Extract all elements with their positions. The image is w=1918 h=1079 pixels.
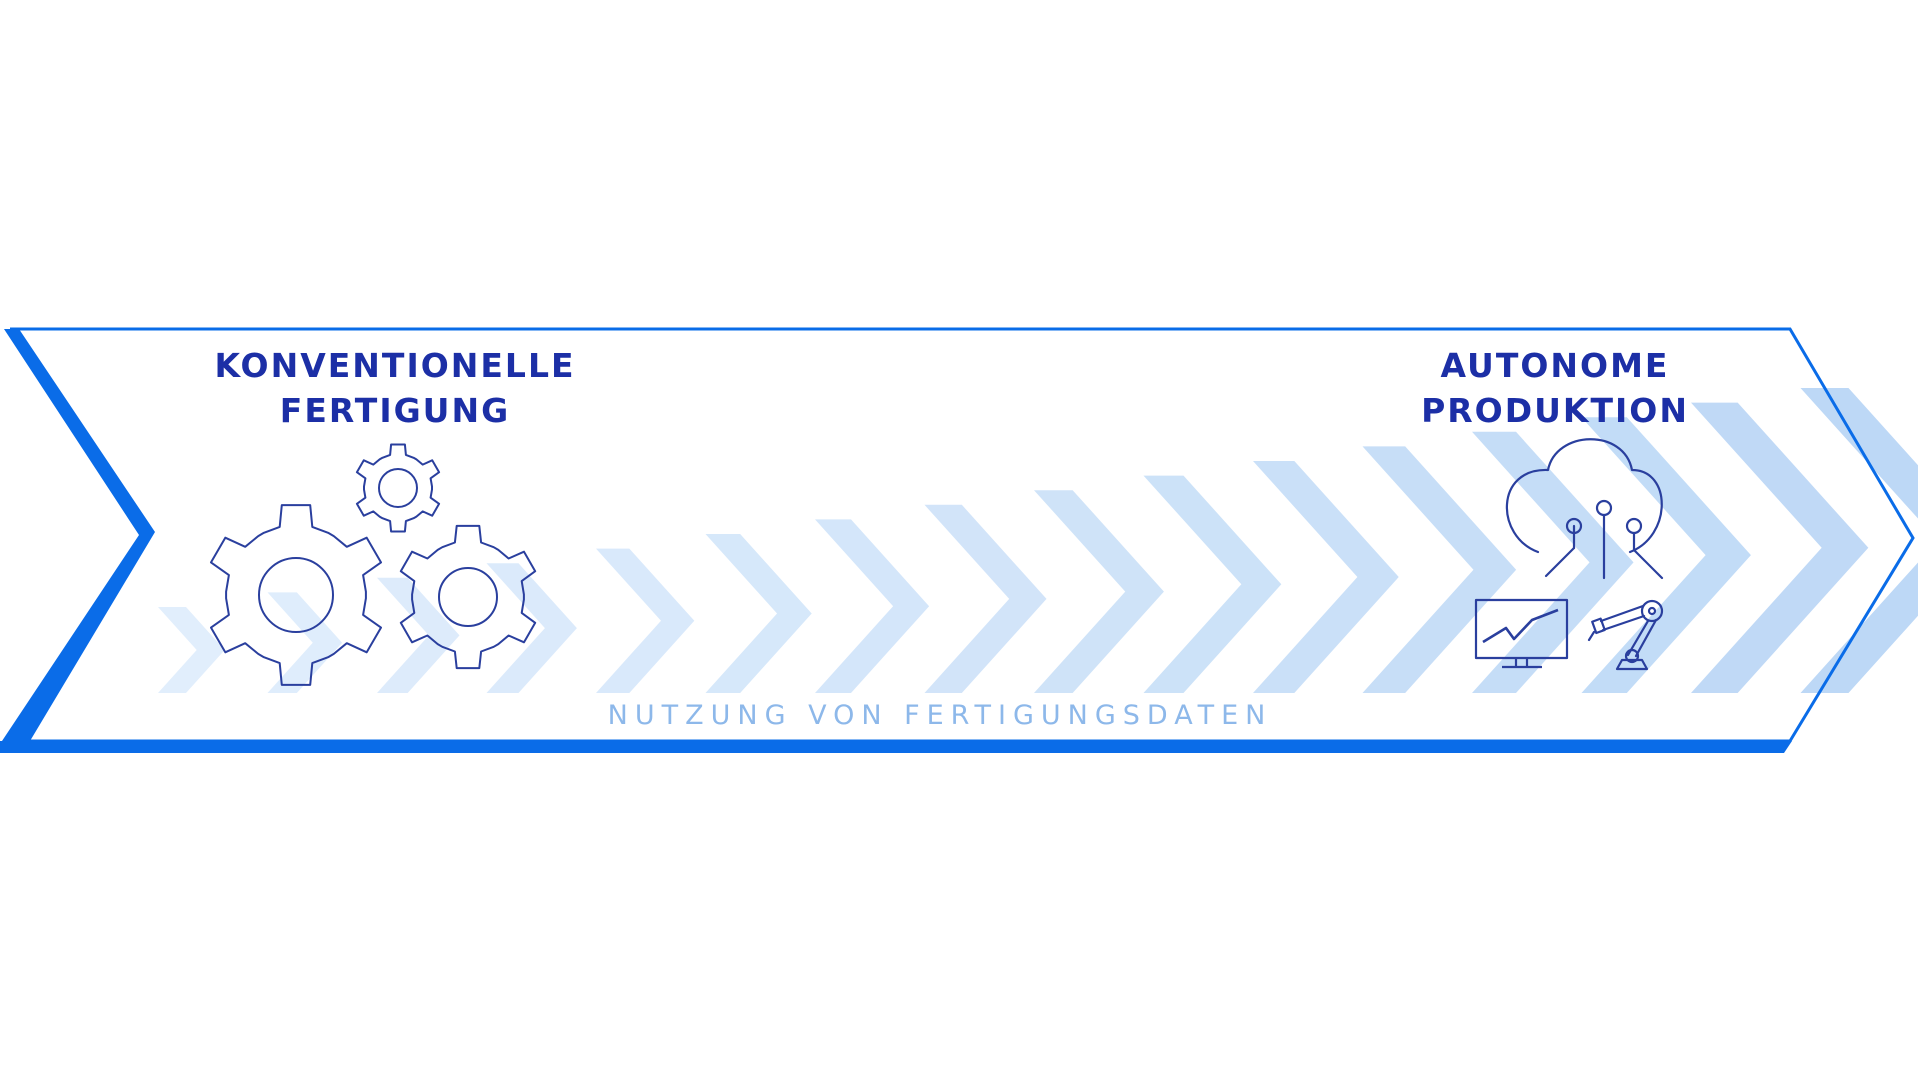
progress-chevron <box>1362 446 1517 693</box>
chevron-progression <box>158 388 1918 693</box>
progress-chevron <box>705 534 812 693</box>
heading-line: KONVENTIONELLE <box>214 346 576 385</box>
progress-chevron <box>1143 475 1282 693</box>
progress-chevron <box>1581 417 1751 693</box>
data-usage-label: NUTZUNG VON FERTIGUNGSDATEN <box>607 700 1273 731</box>
arrow-bottom-edge <box>0 741 1792 753</box>
arrow-frame <box>0 327 1915 753</box>
autonomous-production-heading: AUTONOME PRODUKTION <box>1385 343 1725 433</box>
progress-chevron <box>267 592 343 693</box>
progress-chevron <box>486 563 577 693</box>
arrow-tail-notch <box>0 329 155 751</box>
progress-chevron <box>1800 388 1918 693</box>
gear-icon <box>210 504 382 686</box>
heading-line: AUTONOME <box>1440 346 1670 385</box>
conventional-manufacturing-heading: KONVENTIONELLE FERTIGUNG <box>180 343 610 433</box>
progress-chevron <box>1034 490 1164 693</box>
gear-icon <box>355 443 441 533</box>
cloud-network-icon <box>1505 438 1664 580</box>
progress-chevron <box>1691 402 1869 693</box>
progress-chevron <box>158 607 225 693</box>
progress-chevron <box>924 504 1047 693</box>
progress-chevron <box>1472 431 1634 693</box>
gear-icon <box>399 524 537 670</box>
robot-arm-icon <box>1587 599 1664 671</box>
progress-chevron <box>815 519 930 693</box>
heading-line: PRODUKTION <box>1421 391 1689 430</box>
progress-chevron <box>1253 461 1399 693</box>
progress-chevron <box>377 577 460 693</box>
monitor-chart-icon <box>1474 598 1569 669</box>
progress-chevron <box>596 548 695 693</box>
heading-line: FERTIGUNG <box>279 391 511 430</box>
